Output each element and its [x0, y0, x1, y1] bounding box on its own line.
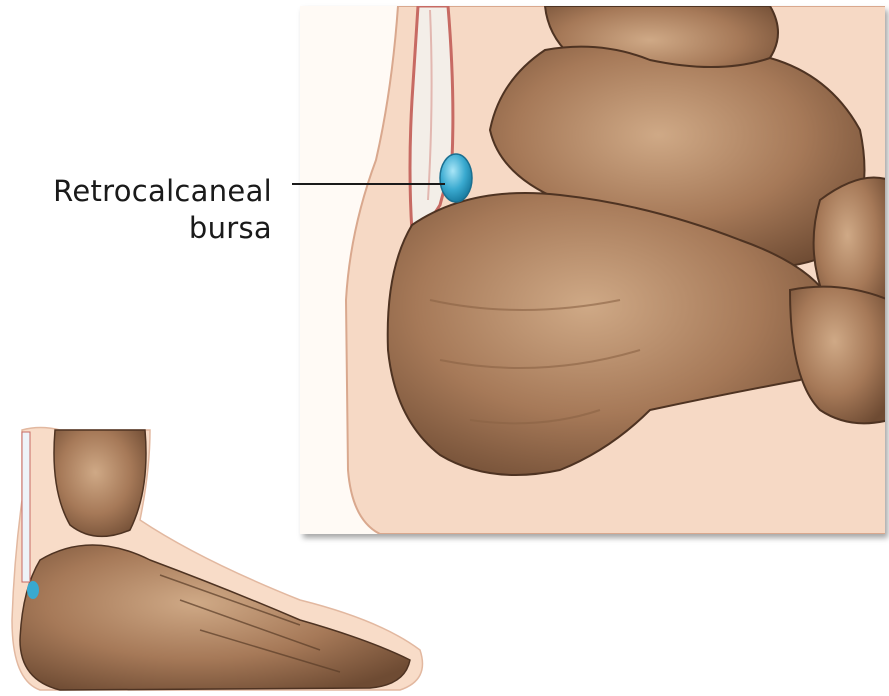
foot-achilles-tendon	[22, 432, 30, 582]
retrocalcaneal-bursa	[440, 154, 472, 202]
zoom-panel	[300, 6, 889, 534]
foot-tibia	[54, 430, 146, 536]
foot-bursa-marker	[27, 581, 39, 599]
bursa-label-line1: Retrocalcaneal	[10, 173, 272, 210]
bursa-label-line2: bursa	[10, 210, 272, 247]
